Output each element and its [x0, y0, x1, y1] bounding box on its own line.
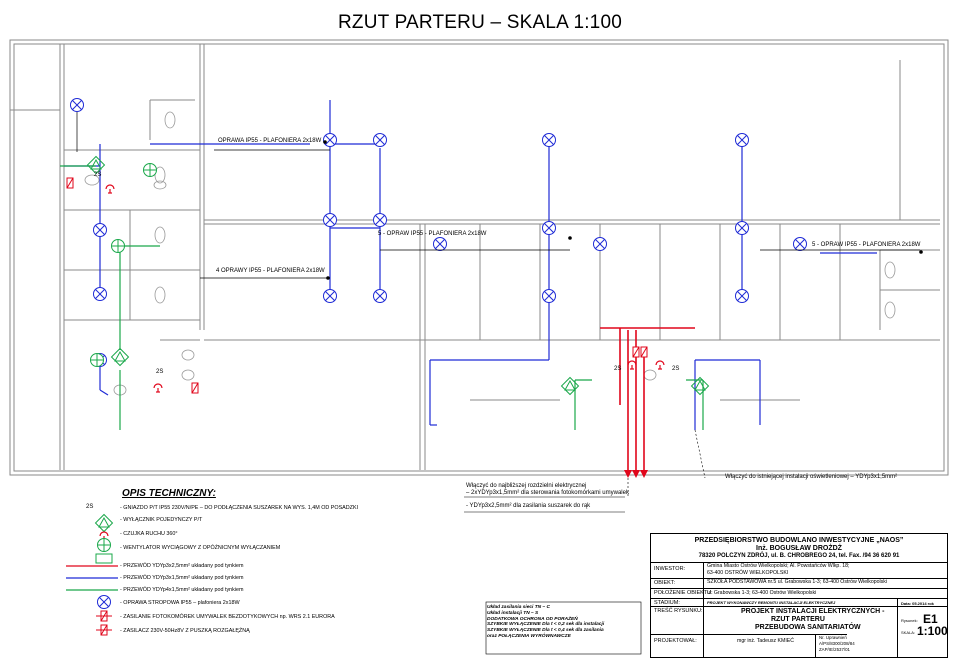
legend-symbol-2s: 2S	[86, 504, 94, 510]
location-label: POŁOŻENIE OBIEKTU:	[654, 590, 713, 596]
legend-item: - PRZEWÓD YDYp3x1,5mm² układany pod tynk…	[120, 575, 244, 581]
legend-item: - PRZEWÓD YDYp3x2,5mm² układany pod tynk…	[120, 563, 244, 569]
permit-line-2: A/PS/8300/208/84	[819, 641, 855, 646]
content-line-2: RZUT PARTERU	[771, 616, 825, 623]
legend-item: - WYŁĄCZNIK POJEDYNCZY P/T	[120, 517, 203, 523]
fixture-label-3: 5 - OPRAW IP55 - PLAFONIERA 2x18W	[812, 242, 921, 248]
drawing-number: E1	[923, 612, 938, 626]
socket-label-2: 2S	[156, 369, 164, 375]
permit-line-1: Nr. Uprawnień	[819, 635, 847, 640]
investor-label: INWESTOR:	[654, 566, 686, 572]
fixture-label-4: 4 OPRAWY IP55 - PLAFONIERA 2x18W	[216, 268, 325, 274]
note-switchboard-2: – 2xYDYp3x1,5mm² dla sterowania fotokomó…	[466, 490, 629, 496]
content-line-1: PROJEKT INSTALACJI ELEKTRYCZNYCH -	[741, 608, 885, 615]
scale-value: 1:100	[917, 624, 948, 638]
note-switchboard-3: - YDYp3x2,5mm² dla zasilania suszarek do…	[466, 503, 591, 509]
drawing-label: Rysunek:	[901, 618, 918, 623]
legend-item: - GNIAZDO P/T IP55 230V/N/PE – DO PODŁĄC…	[120, 505, 359, 511]
investor-line-2: 63-400 OSTRÓW WIELKOPOLSKI	[707, 570, 789, 576]
supply-note: Układ zasilania sieci TN – C Układ insta…	[487, 605, 605, 639]
legend-item: - PRZEWÓD YDYp4x1,5mm² układany pod tynk…	[120, 587, 244, 593]
legend-title: OPIS TECHNICZNY:	[122, 488, 216, 499]
legend-item: - CZUJKA RUCHU 360°	[120, 531, 178, 537]
location-value: ul. Grabowska 1-3; 63-400 Ostrów Wielkop…	[707, 590, 817, 596]
company-address: 78320 POLCZYN ZDRÓJ, ul. B. CHROBREGO 24…	[698, 553, 900, 559]
fixture-label-1: OPRAWA IP55 - PLAFONIERA 2x18W	[218, 138, 322, 144]
legend-item: - OPRAWA STROPOWA IP55 – plafoniera 2x18…	[120, 600, 240, 606]
socket-label-1: 2S	[94, 172, 102, 178]
title-block: PRZEDSIĘBIORSTWO BUDOWLANO INWESTYCYJNE …	[650, 533, 948, 658]
scale-label: SKALA:	[901, 630, 916, 635]
permit-line-3: ZAP/IE/2537/01	[819, 647, 850, 652]
note-switchboard-1: Włączyć do najbliższej rozdzielni elektr…	[466, 483, 587, 489]
engineer-name: Inż. BOGUSŁAW DROŻDŻ	[756, 545, 842, 552]
socket-label-3: 2S	[614, 366, 622, 372]
designer-label: PROJEKTOWAŁ:	[654, 638, 697, 644]
stage-value: PROJEKT WYKONAWCZY REMONTU INSTALACJI EL…	[707, 600, 836, 605]
object-label: OBIEKT:	[654, 580, 676, 586]
socket-label-4: 2S	[672, 366, 680, 372]
content-label: TREŚĆ RYSUNKU:	[654, 608, 703, 614]
page-title: RZUT PARTERU – SKALA 1:100	[338, 12, 622, 33]
investor-line-1: Gmina Miasto Ostrów Wielkopolski; Al. Po…	[707, 563, 850, 569]
legend-item: - ZASILACZ 230V-50Hz8V Z PUSZKĄ ROZGAŁĘŹ…	[120, 628, 250, 634]
object-value: SZKOŁA PODSTAWOWA nr.5 ul. Grabowska 1-3…	[707, 579, 887, 585]
company-name: PRZEDSIĘBIORSTWO BUDOWLANO INWESTYCYJNE …	[694, 537, 904, 544]
legend-item: - WENTYLATOR WYCIĄGOWY Z OPÓŹNICNYM WYŁĄ…	[120, 545, 281, 551]
stage-label: STADIUM:	[654, 600, 680, 606]
note-lighting: Włączyć do istniejącej instalacji oświet…	[725, 474, 898, 480]
content-line-3: PRZEBUDOWA SANITARIATÓW	[755, 624, 861, 631]
date-value: Data: 05.2014 rok	[901, 601, 934, 606]
legend-symbols	[66, 514, 118, 636]
fixture-label-2: 5 - OPRAW IP55 - PLAFONIERA 2x18W	[378, 231, 487, 237]
legend-item: - ZASILANIE FOTOKOMÓREK UMYWALEK BEZDOTY…	[120, 614, 335, 620]
designer-name: mgr inż. Tadeusz KMIEĆ	[737, 638, 794, 644]
